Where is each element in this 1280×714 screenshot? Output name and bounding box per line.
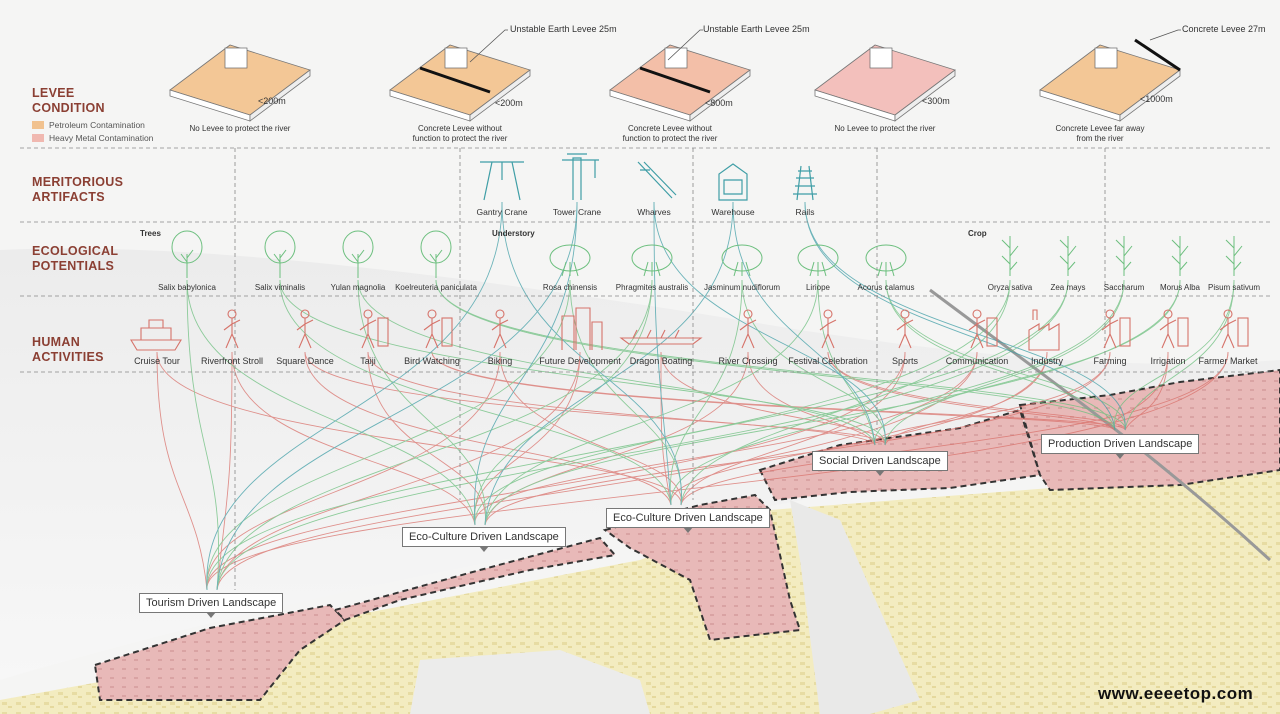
human-activities-title: HUMAN ACTIVITIES bbox=[32, 335, 104, 365]
levee-caption-1: No Levee to protect the river bbox=[170, 124, 310, 134]
ecological-potentials-title: ECOLOGICAL POTENTIALS bbox=[32, 244, 118, 274]
artifact-label-warehouse: Warehouse bbox=[703, 207, 763, 217]
levee-note-3: Unstable Earth Levee 25m bbox=[703, 24, 810, 34]
artifact-label-rails: Rails bbox=[775, 207, 835, 217]
levee-distance-2: <200m bbox=[495, 98, 523, 108]
plant-label: Phragmites australis bbox=[602, 283, 702, 292]
levee-note-5: Concrete Levee 27m bbox=[1182, 24, 1266, 34]
legend-heavy-metal: Heavy Metal Contamination bbox=[32, 133, 153, 143]
plant-label: Pisum sativum bbox=[1184, 283, 1280, 292]
plant-label: Acorus calamus bbox=[836, 283, 936, 292]
plant-label: Koelreuteria paniculata bbox=[386, 283, 486, 292]
landscape-label-eco-culture-1: Eco-Culture Driven Landscape bbox=[402, 527, 566, 547]
levee-distance-5: <1000m bbox=[1140, 94, 1173, 104]
watermark: www.eeeetop.com bbox=[1098, 684, 1253, 704]
landscape-label-production: Production Driven Landscape bbox=[1041, 434, 1199, 454]
levee-caption-5: Concrete Levee far away from the river bbox=[1030, 124, 1170, 143]
artifact-label-tower-crane: Tower Crane bbox=[547, 207, 607, 217]
artifact-label-gantry-crane: Gantry Crane bbox=[472, 207, 532, 217]
eco-group-understory: Understory bbox=[492, 229, 535, 238]
levee-distance-3: <800m bbox=[705, 98, 733, 108]
artifact-label-wharves: Wharves bbox=[624, 207, 684, 217]
activity-label: Dragon Boating bbox=[611, 356, 711, 366]
levee-distance-4: <300m bbox=[922, 96, 950, 106]
landscape-label-eco-culture-2: Eco-Culture Driven Landscape bbox=[606, 508, 770, 528]
levee-caption-2: Concrete Levee without function to prote… bbox=[390, 124, 530, 143]
landscape-label-social: Social Driven Landscape bbox=[812, 451, 948, 471]
legend-petroleum: Petroleum Contamination bbox=[32, 120, 145, 130]
legend-swatch bbox=[32, 121, 44, 129]
meritorious-artifacts-title: MERITORIOUS ARTIFACTS bbox=[32, 175, 123, 205]
levee-caption-3: Concrete Levee without function to prote… bbox=[600, 124, 740, 143]
levee-caption-4: No Levee to protect the river bbox=[815, 124, 955, 134]
levee-condition-title: LEVEE CONDITION bbox=[32, 86, 105, 116]
legend-swatch bbox=[32, 134, 44, 142]
levee-distance-1: <200m bbox=[258, 96, 286, 106]
levee-note-2: Unstable Earth Levee 25m bbox=[510, 24, 617, 34]
plant-label: Salix babylonica bbox=[137, 283, 237, 292]
eco-group-crop: Crop bbox=[968, 229, 987, 238]
landscape-label-tourism: Tourism Driven Landscape bbox=[139, 593, 283, 613]
eco-group-trees: Trees bbox=[140, 229, 161, 238]
activity-label: Farmer Market bbox=[1178, 356, 1278, 366]
